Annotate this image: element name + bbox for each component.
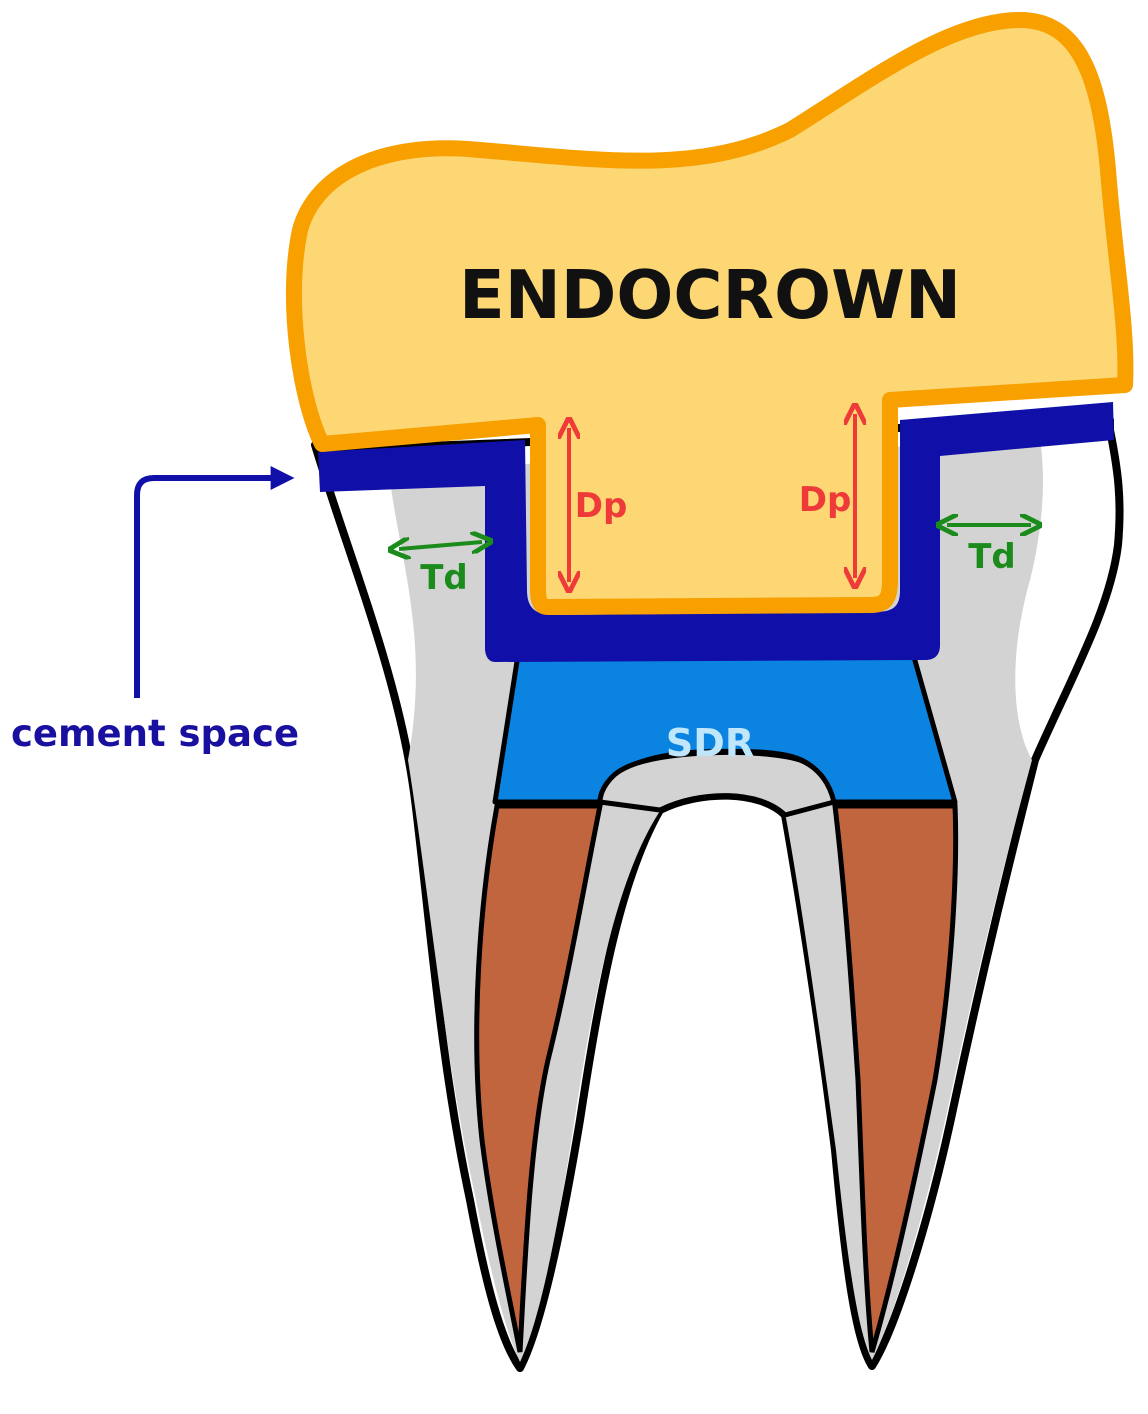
furcation-area bbox=[597, 749, 837, 818]
right-root-canal bbox=[832, 803, 959, 1353]
depth-label-right: Dp bbox=[799, 480, 852, 520]
thickness-label-right: Td bbox=[968, 537, 1016, 577]
thickness-label-left: Td bbox=[420, 558, 468, 598]
cement-pointer-arrow bbox=[134, 466, 295, 698]
sdr-label: SDR bbox=[666, 721, 754, 765]
depth-label-left: Dp bbox=[575, 486, 628, 526]
left-root-canal bbox=[474, 803, 604, 1353]
endocrown-body bbox=[285, 12, 1134, 615]
thickness-arrow-left bbox=[399, 542, 482, 549]
cement-space-layer bbox=[318, 402, 1114, 662]
cement-space-label: cement space bbox=[11, 712, 299, 755]
endocrown-label: ENDOCROWN bbox=[459, 256, 961, 334]
